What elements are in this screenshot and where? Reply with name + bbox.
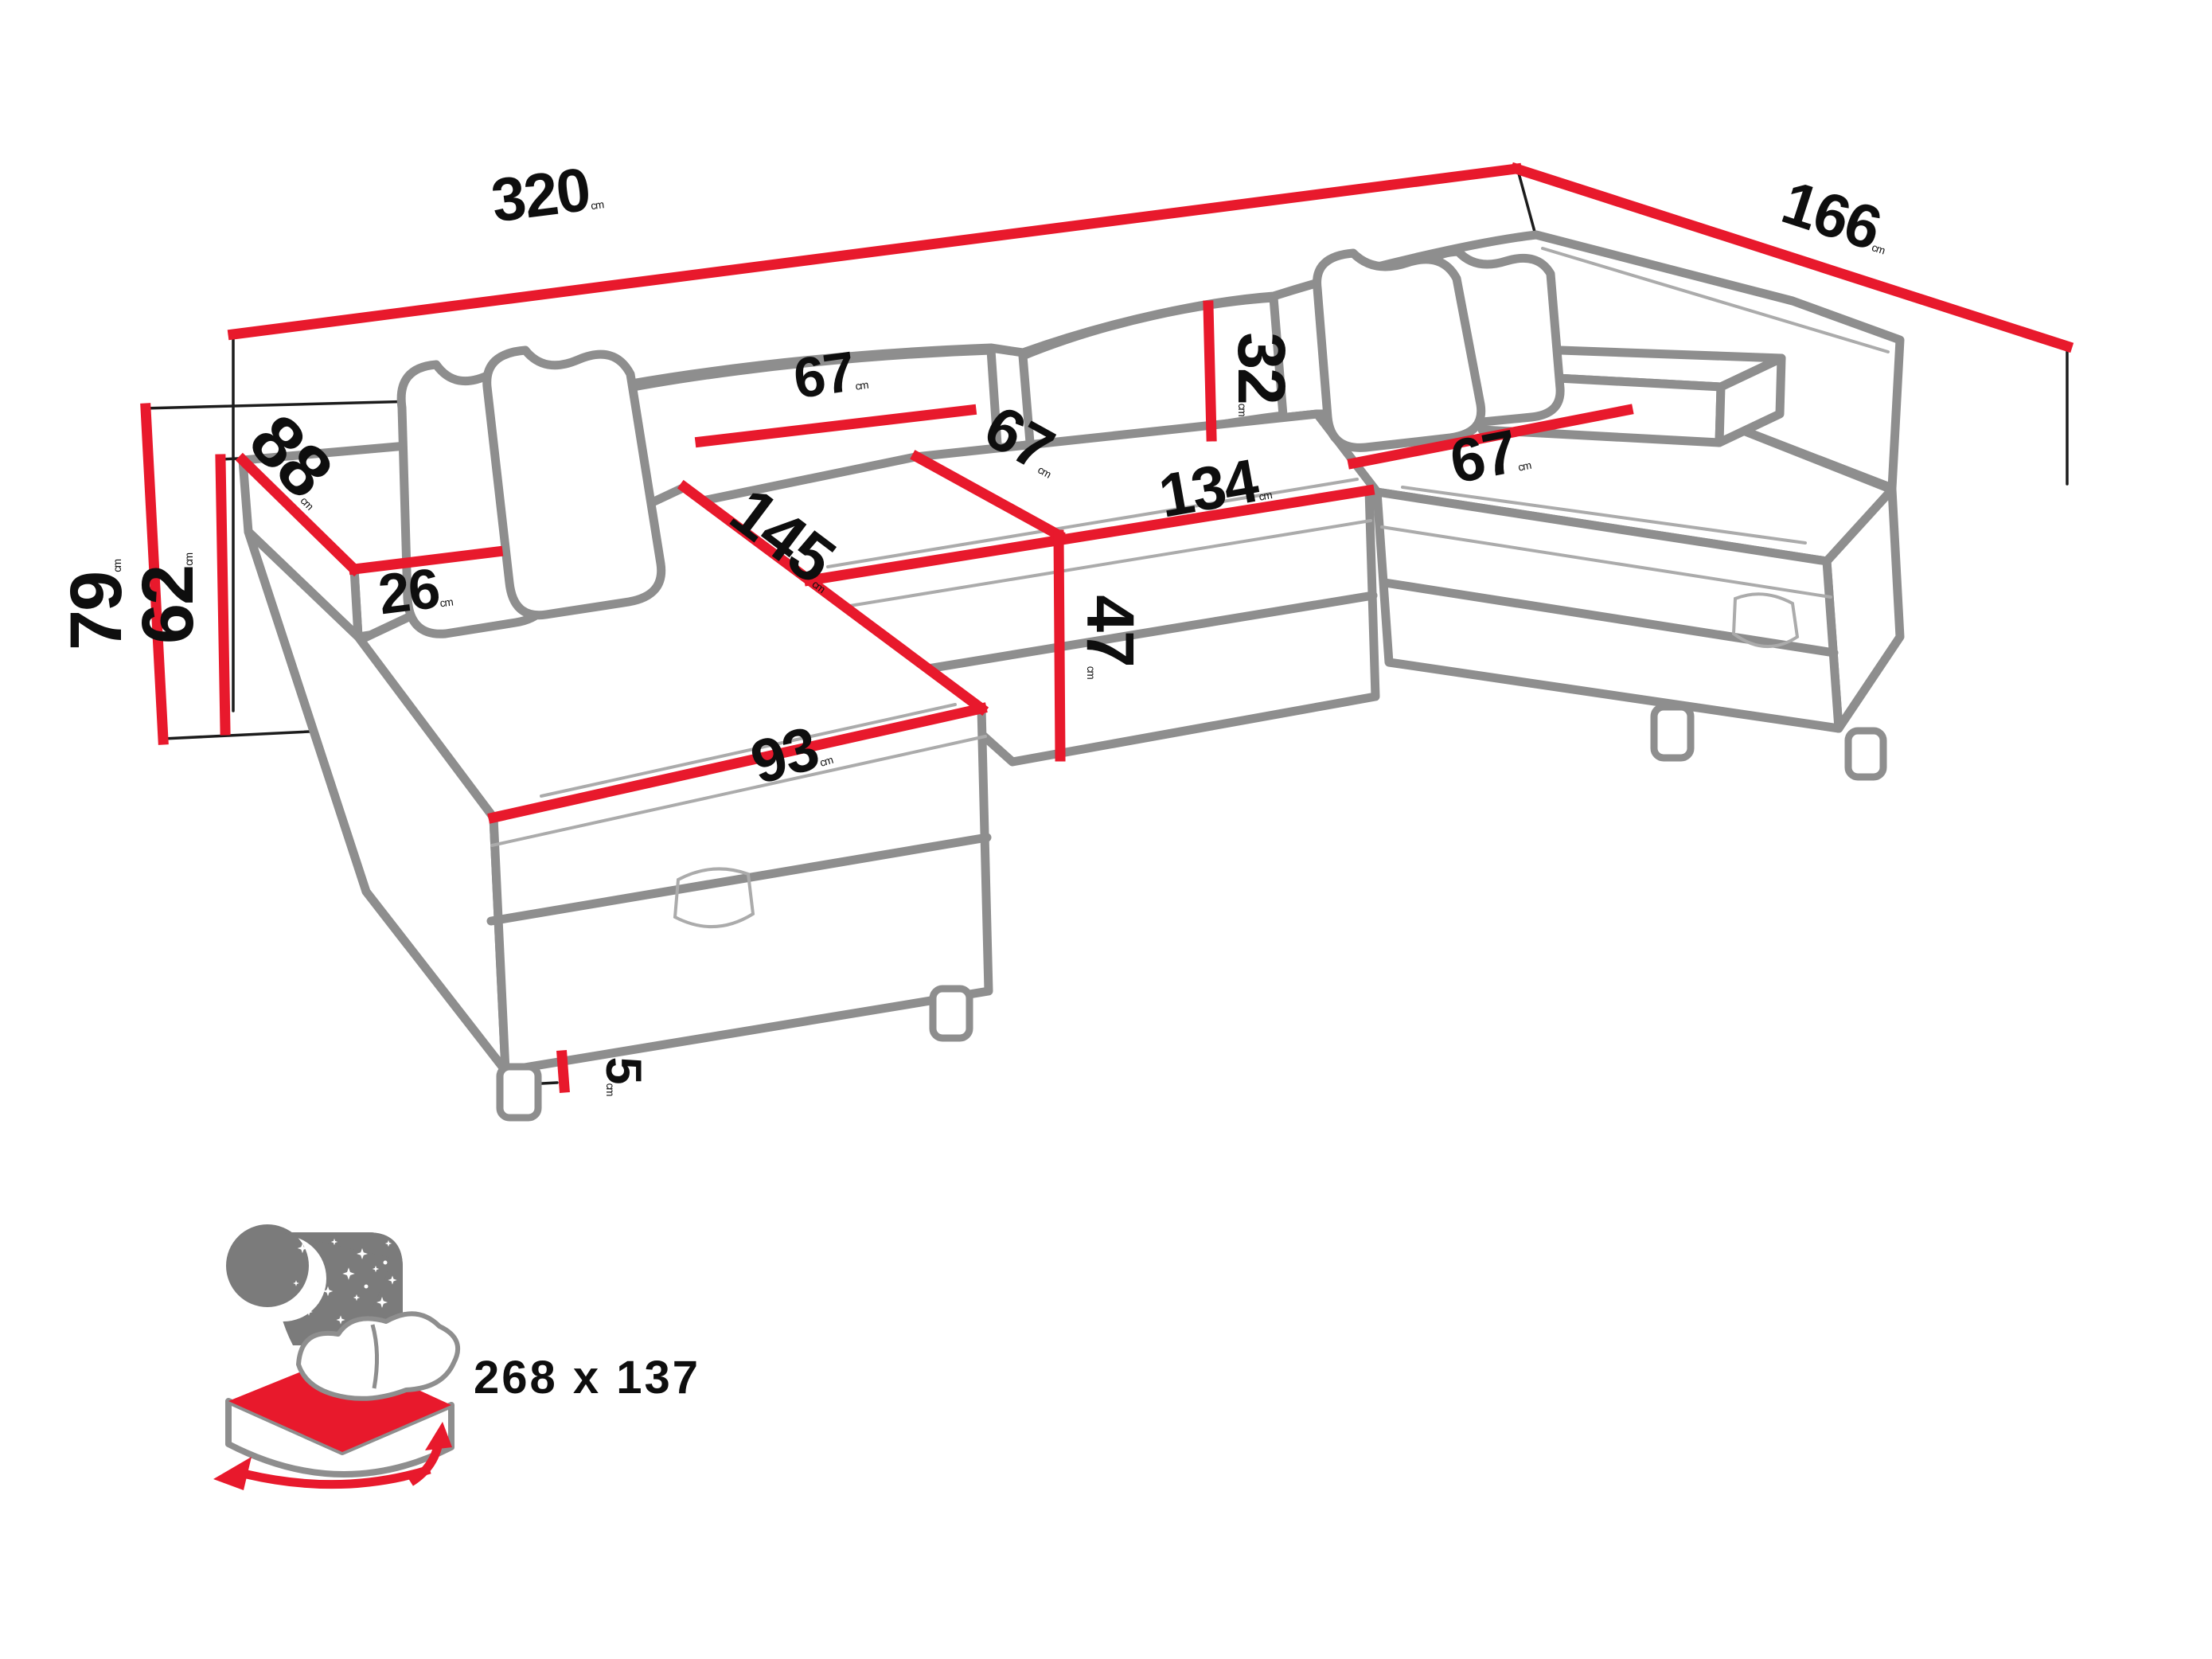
right-armrest-ledge-end [1715, 353, 1786, 447]
right-chaise-front-seam [1380, 525, 1832, 599]
pillows-right [1313, 247, 1565, 452]
left-chaise-leg-right [929, 985, 973, 1042]
width-arrow-head [213, 1457, 252, 1490]
dim-label-total-height: 79cm [56, 559, 137, 650]
left-chaise-front-seam [490, 735, 987, 847]
center-front-seam [814, 519, 1372, 613]
depth-arrow-head [425, 1422, 452, 1450]
dim-line-right-seat-width [1347, 404, 1634, 470]
mattress-top [228, 1355, 451, 1452]
sofa-drawing [238, 230, 1905, 1122]
dim-line-back-cushion-height [1203, 300, 1217, 442]
dim-label-armrest-width: 26cm [375, 556, 455, 627]
dim-line-chaise-length [677, 479, 989, 716]
icon-arrows [213, 1422, 452, 1490]
dim-label-back-cushion-height: 32cm [1224, 332, 1299, 416]
dim-label-backrest-height: 62cm [127, 552, 209, 644]
dim-label-right-seat-width: 67cm [1445, 415, 1535, 497]
sleeping-area-icon: 268 x 137 [213, 1224, 700, 1490]
dim-label-seat-height: 47cm [1073, 595, 1148, 679]
center-seat-seam [826, 478, 1359, 568]
dim-label-total-depth: 166cm [1774, 168, 1901, 267]
left-chaise-handle [673, 867, 755, 929]
dim-line-total-height [140, 403, 169, 745]
dim-line-chaise-width [487, 702, 988, 824]
pillows-left [396, 345, 666, 638]
dim-line-armrest-length [235, 452, 362, 577]
pillow-separation [370, 1324, 380, 1389]
dim-line-center-seat-width [803, 484, 1375, 587]
dim-line-leg-height [556, 1050, 570, 1093]
sleeping-area-size: 268 x 137 [474, 1352, 700, 1403]
dim-label-leg-height: 5cm [595, 1057, 651, 1097]
dim-line-armrest-width [348, 545, 504, 576]
right-chaise-seam [1401, 486, 1807, 545]
back-panel-seam [1541, 247, 1890, 353]
left-chaise-leg-front [496, 1063, 542, 1122]
right-chaise-front-face [1372, 487, 1843, 733]
right-chaise-leg-right [1844, 727, 1887, 781]
dim-line-total-depth [1509, 162, 2074, 353]
extension-line-apex [1516, 169, 1536, 233]
right-chaise-leg-left [1650, 703, 1695, 762]
right-chaise-handle [1731, 592, 1800, 648]
dim-label-backrest-cushion-width: 67cm [790, 338, 871, 411]
dim-line-seat-height [1053, 529, 1066, 762]
pillow-left-front [482, 345, 666, 620]
width-arrow [245, 1465, 431, 1489]
dim-line-backrest-height [215, 454, 231, 736]
dim-label-total-width: 320cm [488, 154, 607, 236]
left-chaise-storage-split [486, 833, 992, 926]
dimension-lines [140, 162, 2074, 1093]
left-chaise-seam [540, 703, 957, 798]
dim-label-center-seat-width: 134cm [1154, 444, 1275, 531]
dim-line-backrest-cushion-width [694, 404, 977, 448]
crescent-moon-icon [226, 1224, 309, 1307]
dim-line-seat-depth [910, 450, 1066, 542]
dim-line-total-width [227, 162, 1523, 341]
pillow-right-front [1313, 248, 1486, 452]
right-chaise-storage-split [1380, 578, 1839, 658]
